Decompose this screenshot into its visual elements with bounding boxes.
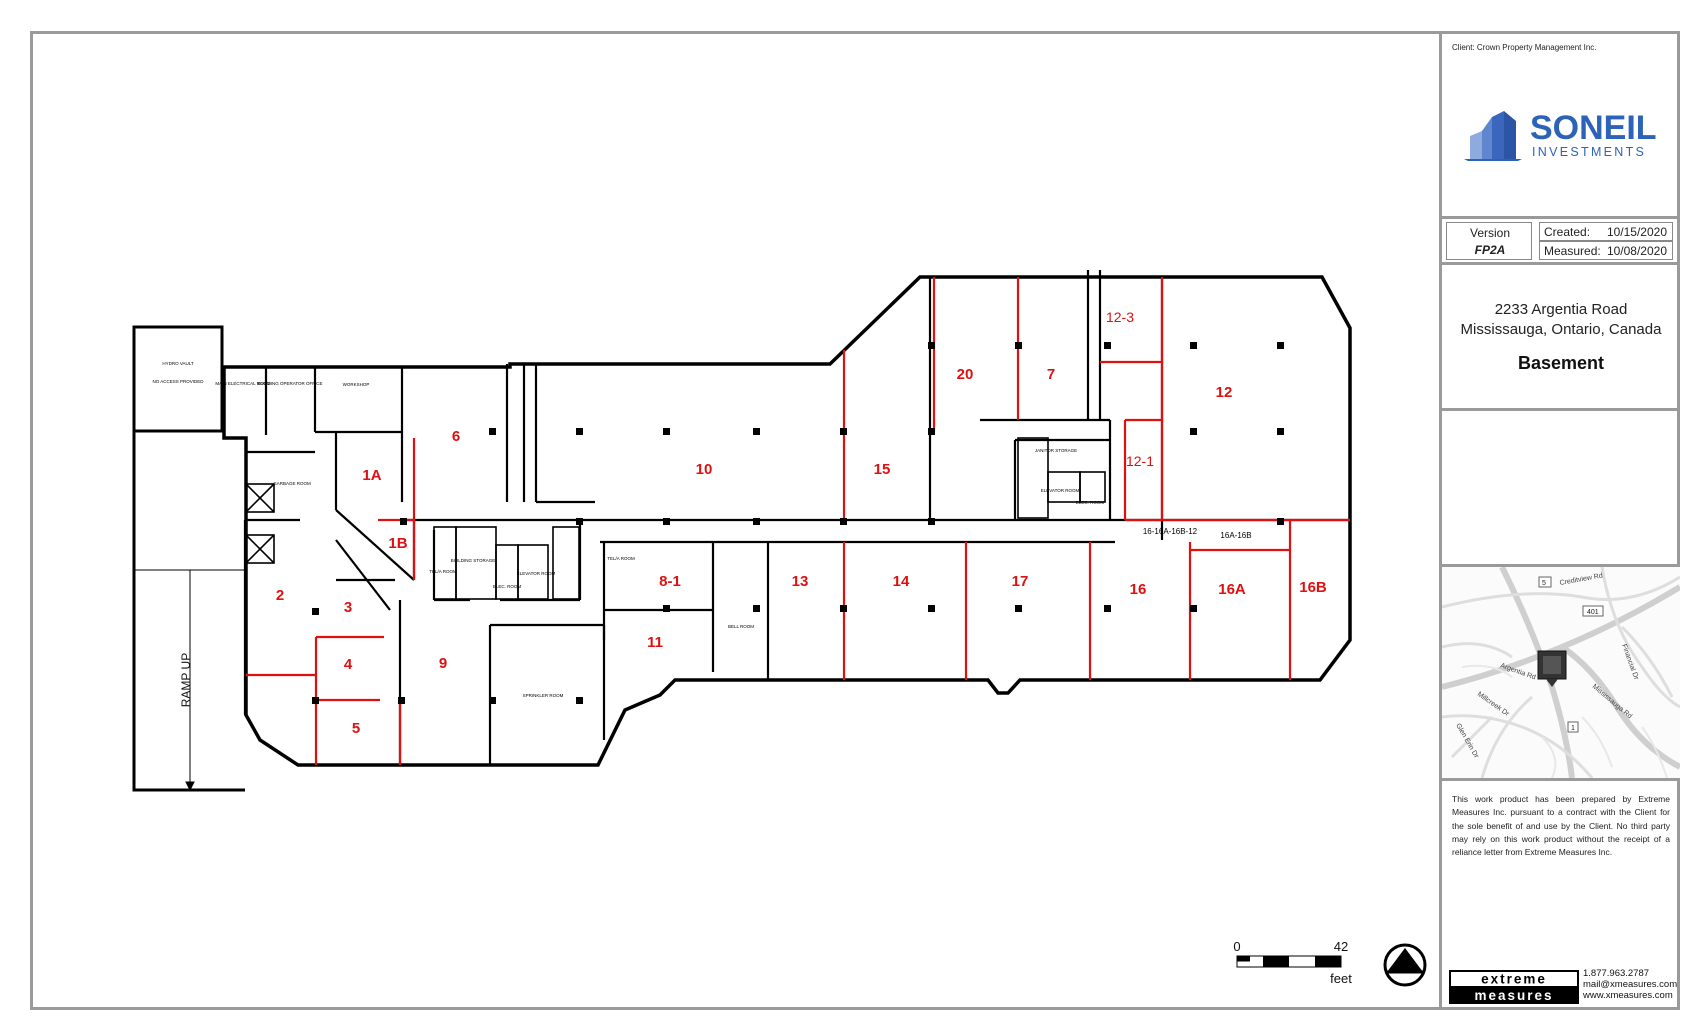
brand-tagline: INVESTMENTS bbox=[1532, 145, 1646, 159]
unit-label: 16 bbox=[1130, 581, 1147, 598]
unit-labels: 1A 1B 2 3 4 5 6 7 8-1 9 10 11 12 12-1 12… bbox=[276, 309, 1327, 737]
unit-label: 1A bbox=[362, 467, 381, 484]
scale-bar bbox=[1236, 955, 1342, 968]
map-road-label: Creditview Rd bbox=[1559, 572, 1603, 586]
building-outline bbox=[222, 275, 1352, 767]
blank-panel bbox=[1442, 411, 1680, 567]
floor-plan: 1A 1B 2 3 4 5 6 7 8-1 9 10 11 12 12-1 12… bbox=[132, 270, 1427, 987]
location-pin-icon bbox=[1537, 650, 1567, 687]
logo-line1: extreme bbox=[1481, 972, 1547, 987]
room-labels: HYDRO VAULT NO ACCESS PROVIDED MAIN ELEC… bbox=[152, 361, 1104, 698]
ramp-area bbox=[132, 325, 245, 792]
corridor-label: 16A-16B bbox=[1220, 531, 1251, 540]
north-arrow-icon bbox=[1383, 943, 1427, 987]
unit-label: 8-1 bbox=[659, 573, 681, 590]
disclaimer-text: This work product has been prepared by E… bbox=[1452, 794, 1670, 858]
drawing-frame bbox=[30, 31, 1680, 1010]
unit-label: 7 bbox=[1047, 366, 1055, 383]
contact-web[interactable]: www.xmeasures.com bbox=[1583, 990, 1673, 1001]
room-label: TEL/A ROOM bbox=[429, 569, 457, 574]
unit-label: 13 bbox=[792, 573, 809, 590]
service-rooms bbox=[245, 437, 1106, 600]
room-label: BELL ROOM bbox=[728, 624, 754, 629]
room-label: NO ACCESS PROVIDED bbox=[152, 379, 204, 384]
unit-label: 16A bbox=[1218, 581, 1246, 598]
unit-label: 10 bbox=[696, 461, 713, 478]
disclaimer-panel: This work product has been prepared by E… bbox=[1442, 781, 1680, 1010]
map-road-label: Glen Erin Dr bbox=[1454, 723, 1480, 760]
room-label: TEL/A ROOM bbox=[607, 556, 635, 561]
room-label: MAIN ELECTRICAL ROOM bbox=[215, 381, 271, 386]
room-label: HYDRO VAULT bbox=[162, 361, 194, 366]
address-line1: 2233 Argentia Road bbox=[1494, 301, 1628, 318]
client-panel: Client: Crown Property Management Inc. S… bbox=[1442, 31, 1680, 219]
scale-start: 0 bbox=[1233, 939, 1240, 954]
map-graphic: Argentia Rd Millcreek Dr Mississauga Rd … bbox=[1441, 565, 1682, 779]
room-label: GARBAGE ROOM bbox=[273, 481, 311, 486]
building-logo-icon: SONEIL INVESTMENTS bbox=[1464, 109, 1657, 161]
client-line: Client: Crown Property Management Inc. bbox=[1452, 43, 1597, 52]
unit-label: 1B bbox=[388, 535, 407, 552]
unit-label: 12-3 bbox=[1106, 309, 1134, 325]
unit-label: 12 bbox=[1216, 384, 1233, 401]
room-label: ELEC. ROOM bbox=[1076, 500, 1105, 505]
room-label: SPRINKLER ROOM bbox=[523, 693, 564, 698]
structural-columns bbox=[312, 342, 1284, 704]
hwy-label: 5 bbox=[1542, 580, 1546, 587]
address-panel: 2233 Argentia Road Mississauga, Ontario,… bbox=[1442, 265, 1680, 411]
created-label: Created: bbox=[1544, 225, 1591, 239]
corridor-labels: 16-16A-16B-12 16A-16B bbox=[1143, 527, 1252, 540]
measured-value: 10/08/2020 bbox=[1606, 244, 1667, 258]
title-block: Client: Crown Property Management Inc. S… bbox=[1439, 31, 1682, 1010]
unit-label: 12-1 bbox=[1126, 453, 1154, 469]
room-label: ELEVATOR ROOM bbox=[517, 571, 556, 576]
room-label: ELEVATOR ROOM bbox=[1041, 488, 1080, 493]
version-cell: Version FP2A bbox=[1446, 222, 1532, 260]
unit-label: 6 bbox=[452, 428, 460, 445]
contact-email[interactable]: mail@xmeasures.com bbox=[1583, 979, 1678, 990]
created-value: 10/15/2020 bbox=[1606, 225, 1667, 239]
corridor-label: 16-16A-16B-12 bbox=[1143, 527, 1198, 536]
contact-phone: 1.877.963.2787 bbox=[1583, 968, 1650, 979]
room-label: WORKSHOP bbox=[343, 382, 370, 387]
unit-label: 17 bbox=[1012, 573, 1029, 590]
unit-label: 2 bbox=[276, 587, 284, 604]
location-map: Argentia Rd Millcreek Dr Mississauga Rd … bbox=[1441, 565, 1682, 781]
measured-cell: Measured: 10/08/2020 bbox=[1539, 241, 1673, 260]
version-panel: Version FP2A Created: 10/15/2020 Measure… bbox=[1442, 219, 1680, 265]
soneil-logo: SONEIL INVESTMENTS bbox=[1460, 91, 1670, 171]
unit-label: 9 bbox=[439, 655, 447, 672]
unit-label: 5 bbox=[352, 720, 360, 737]
created-cell: Created: 10/15/2020 bbox=[1539, 222, 1673, 241]
unit-label: 15 bbox=[874, 461, 891, 478]
logo-line2: measures bbox=[1474, 988, 1553, 1003]
room-label: ELEC. ROOM bbox=[493, 584, 522, 589]
room-label: BUILDING STORAGE bbox=[451, 558, 495, 563]
map-road-label: Millcreek Dr bbox=[1476, 691, 1511, 718]
floor-name: Basement bbox=[1517, 353, 1605, 373]
extreme-measures-logo: extreme measures bbox=[1449, 970, 1579, 1004]
unit-label: 3 bbox=[344, 599, 352, 616]
address-line2: Mississauga, Ontario, Canada bbox=[1460, 321, 1662, 338]
ramp-label: RAMP UP bbox=[179, 653, 193, 707]
version-label: Version bbox=[1469, 226, 1511, 240]
version-value: FP2A bbox=[1474, 243, 1506, 257]
room-label: BUILDING OPERATOR OFFICE bbox=[257, 381, 322, 386]
room-label: JANITOR STORAGE bbox=[1035, 448, 1077, 453]
unit-label: 14 bbox=[893, 573, 910, 590]
unit-label: 11 bbox=[647, 634, 663, 651]
unit-label: 20 bbox=[957, 366, 974, 383]
unit-label: 16B bbox=[1299, 579, 1327, 596]
scale-unit: feet bbox=[1330, 971, 1352, 986]
scale-end: 42 bbox=[1334, 939, 1348, 954]
interior-walls bbox=[222, 270, 1350, 765]
hwy-label: 1 bbox=[1571, 725, 1575, 732]
brand-name: SONEIL bbox=[1530, 109, 1657, 147]
map-road-label: Mississauga Rd bbox=[1591, 683, 1633, 720]
contact-block: 1.877.963.2787 mail@xmeasures.com www.xm… bbox=[1583, 968, 1677, 1001]
unit-label: 4 bbox=[344, 656, 353, 673]
measured-label: Measured: bbox=[1544, 244, 1601, 258]
hwy-label: 401 bbox=[1587, 609, 1599, 616]
